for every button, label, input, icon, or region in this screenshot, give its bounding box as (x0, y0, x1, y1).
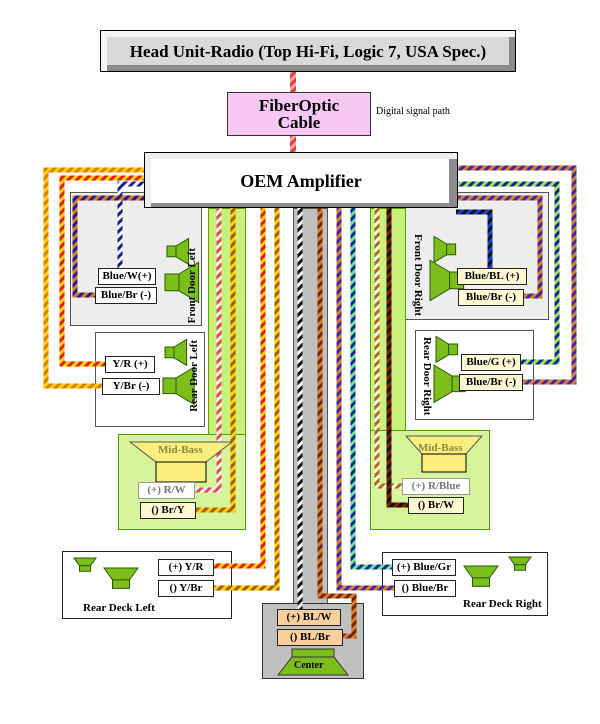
mbl-negative-label: () Br/Y (140, 502, 196, 519)
wire-fdr-neg (456, 195, 543, 299)
center-speaker-icon (276, 648, 350, 676)
amplifier-title: OEM Amplifier (240, 171, 362, 191)
head-unit-title: Head Unit-Radio (Top Hi-Fi, Logic 7, USA… (129, 42, 487, 61)
rdr-negative-label: Blue/Br (-) (459, 374, 523, 391)
mbl-positive-label: (+) R/W (138, 482, 195, 499)
center-positive-label: (+) BL/W (277, 609, 341, 626)
digital-signal-note: Digital signal path (376, 106, 450, 117)
fiber-optic-box: FiberOptic Cable (227, 92, 371, 136)
rdl-name: Rear Door Left (188, 340, 200, 412)
rdkr-name: Rear Deck Right (463, 598, 542, 610)
wire-rdl-neg (43, 167, 148, 389)
wire-fdl-pos (117, 181, 148, 268)
midbass-right-speaker (404, 434, 484, 482)
wire-rdl-pos (59, 175, 148, 367)
oem-amplifier-box: OEM Amplifier (144, 152, 458, 208)
wire-mbr-neg (386, 208, 408, 508)
fdl-positive-label: Blue/W(+) (98, 268, 156, 285)
fdl-negative-label: Blue/Br (-) (95, 287, 157, 304)
fiber-optic-line1: FiberOptic (258, 96, 340, 115)
rdkr-positive-label: (+) Blue/Gr (392, 559, 456, 576)
midbass-left-speaker (128, 440, 236, 492)
mbr-positive-label: (+) R/Blue (402, 478, 470, 495)
fdr-tweeter-icon (433, 235, 457, 264)
midbass-left-name: Mid-Bass (158, 444, 203, 456)
wire-mbl-neg (196, 208, 236, 513)
fdr-negative-label: Blue/Br (-) (458, 289, 524, 306)
rdkl-tweeter-icon (73, 557, 97, 572)
wire-rdr-pos (456, 181, 560, 365)
rdkl-negative-label: () Y/Br (158, 580, 214, 597)
fdl-tweeter-icon (166, 237, 190, 266)
fdl-woofer-icon (164, 261, 200, 304)
wire-rdkr-pos (350, 208, 392, 570)
fdr-positive-label: Blue/BL (+) (457, 268, 527, 285)
wire-rdkl-pos (214, 208, 266, 569)
wire-rdr-neg (456, 165, 577, 385)
rdl-woofer-icon (162, 366, 195, 406)
rdr-positive-label: Blue/G (+) (461, 354, 521, 371)
wire-mbr-pos (374, 208, 402, 489)
wire-mbl-pos (195, 208, 222, 493)
mbr-negative-label: () Br/W (408, 497, 464, 514)
center-name: Center (294, 660, 324, 671)
rdkr-tweeter-icon (508, 556, 532, 571)
rdl-positive-label: Y/R (+) (105, 356, 155, 373)
rdkl-name: Rear Deck Left (83, 602, 155, 614)
wire-rdkl-neg (214, 208, 280, 591)
rdl-negative-label: Y/Br (-) (102, 378, 160, 395)
wire-fdr-pos (456, 209, 493, 272)
rdkl-woofer-icon (103, 567, 139, 589)
rdl-tweeter-icon (164, 338, 188, 367)
rdr-name: Rear Door Right (421, 337, 433, 416)
fiber-optic-line2: Cable (277, 113, 321, 132)
rdkl-positive-label: (+) Y/R (158, 559, 214, 576)
wire-rdkr-neg (336, 208, 394, 591)
midbass-right-name: Mid-Bass (418, 442, 463, 454)
rdkr-woofer-icon (463, 565, 499, 587)
fdl-name: Front Door Left (186, 248, 198, 324)
midbass-right-speaker-icon (404, 435, 484, 473)
midbass-left-speaker-icon (128, 441, 234, 483)
fdr-name: Front Door Right (412, 234, 424, 317)
center-speaker (276, 647, 350, 677)
rdkr-negative-label: () Blue/Br (394, 580, 456, 597)
rdr-tweeter-icon (435, 335, 459, 364)
wire-ctr-neg (317, 208, 357, 639)
center-negative-label: () BL/Br (277, 629, 343, 646)
head-unit-box: Head Unit-Radio (Top Hi-Fi, Logic 7, USA… (100, 30, 516, 72)
wire-fdl-neg (72, 195, 148, 298)
